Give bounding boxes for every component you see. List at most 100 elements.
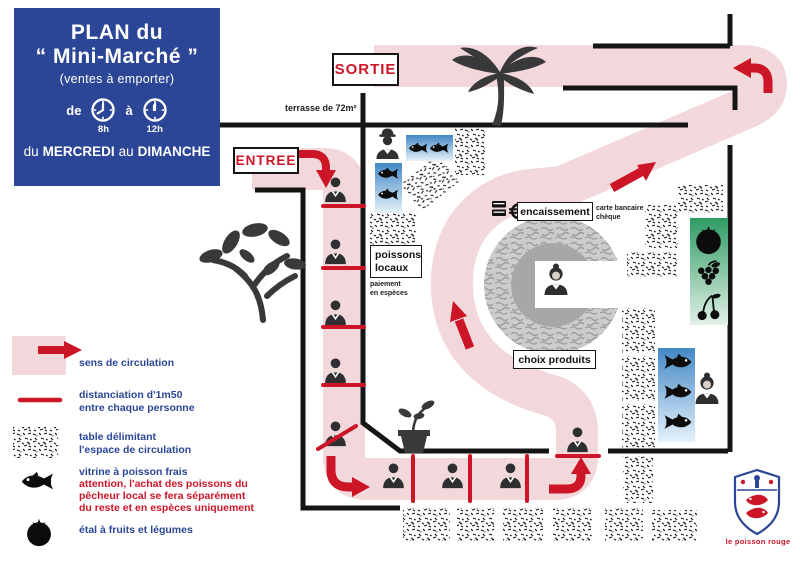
poissons-note-line: en espèces [370,289,408,297]
legend-line: table délimitant [79,431,157,443]
direction-arrows [297,58,773,497]
table [455,128,485,175]
encaissement-label-box: encaissement [517,202,593,221]
vendor-woman-icon [695,372,719,404]
table [627,252,677,277]
table [503,508,543,541]
day-end: DIMANCHE [137,144,211,159]
legend-fish-warning: attention, l'achat des poissons du pêche… [79,478,255,514]
legend-warning-line: pêcheur local se fera séparément [79,489,246,502]
wall [255,187,400,511]
palm-tree-icon [452,46,546,126]
choix-produits-label: choix produits [518,353,591,366]
legend-table-swatch [13,427,58,458]
hours-from-label: de [66,103,82,118]
table [622,308,655,353]
legend-tomato-icon [27,518,51,547]
table [553,508,593,541]
clock-icon [91,98,116,122]
start-time: 8h [97,124,110,135]
legend-item-distancing: distanciation d'1m50 entre chaque person… [79,389,195,414]
poissons-locaux-label-box: poissons locaux [370,245,422,278]
legend-warning-line: du reste et en espèces uniquement [79,501,255,514]
table [678,185,723,213]
poissons-label-line: poissons [375,248,422,261]
legend-icons [12,336,82,547]
walls [75,14,738,511]
arrow-top-right-icon [733,58,773,93]
legend-warning-line: attention, l'achat des poissons du [79,478,248,490]
stall-counter-opening [535,261,630,308]
table [457,508,494,541]
choix-produits-label-box: choix produits [513,350,596,369]
legend-item-circulation: sens de circulation [79,357,175,369]
plan-title-line1: PLAN du [70,21,164,44]
plan-title-line2: “ Mini-Marché ” [35,45,199,68]
day-start: MERCREDI [42,144,115,159]
wall [593,14,733,49]
table [370,213,417,247]
poissons-note-line: paiement [370,281,401,288]
sortie-label: SORTIE [334,61,397,78]
distancing-line [316,424,358,451]
arrow-up-left-of-stall-icon [450,301,475,350]
legend-item-fish: vitrine à poisson frais [79,466,188,478]
fisherman-icon [376,128,399,159]
legend-arrow-icon [38,341,82,359]
start-clock: 8h [90,97,116,135]
fish-panels [375,135,695,442]
table [622,356,655,401]
clock-icon [143,98,167,122]
encaissement-label: encaissement [520,205,590,218]
end-time: 12h [146,124,163,135]
table [403,508,450,541]
end-clock: 12h [142,97,168,135]
plant-pot-icon [398,400,435,453]
tree-icon [199,223,306,323]
sortie-label-box: SORTIE [332,53,399,86]
arrow-bottom-left-icon [326,456,370,497]
legend-item-fruits: étal à fruits et légumes [79,524,193,536]
central-stall [484,216,630,354]
entree-label-box: ENTREE [233,147,299,174]
terrace-label: terrasse de 72m² [285,103,357,113]
legend-fish-icon [21,471,54,490]
poissons-payment-note: paiement en espèces [370,281,408,298]
days-prefix: du [23,144,39,159]
days-middle: au [118,144,134,159]
legend-path-swatch [12,336,66,375]
info-panel: PLAN du “ Mini-Marché ” (ventes à emport… [14,8,220,186]
table [652,510,697,541]
logo-caption: le poisson rouge [725,537,791,546]
table [622,404,655,448]
wall [563,85,738,110]
entree-label: ENTREE [235,153,297,168]
legend-line: entre chaque personne [79,401,195,414]
table [605,508,643,541]
arrow-bottom-right-icon [549,457,591,494]
poissons-label-line: locaux [375,261,409,274]
arrow-entrance-icon [297,150,336,188]
arrow-diagonal-icon [609,162,656,192]
table [400,154,460,212]
distancing-lines [316,204,601,503]
tables [370,128,723,541]
payment-note: carte bancaire chèque [596,205,643,222]
opening-hours: de 8h à 12h [14,97,220,135]
payment-note-line: carte bancaire [596,205,644,212]
table [623,456,653,503]
plan-subtitle: (ventes à emporter) [59,72,175,86]
circulation-path [252,45,787,500]
legend-line: distanciation d'1m50 [79,389,183,401]
legend-line: l'espace de circulation [79,443,192,456]
legend-item-table: table délimitant l'espace de circulation [79,431,191,456]
table [645,205,678,248]
payment-note-line: chèque [596,213,621,221]
fruit-stall [690,218,728,325]
credit-card-euro-icon [492,201,519,220]
shield-crest-icon [733,468,781,536]
hours-to-label: à [125,103,133,118]
